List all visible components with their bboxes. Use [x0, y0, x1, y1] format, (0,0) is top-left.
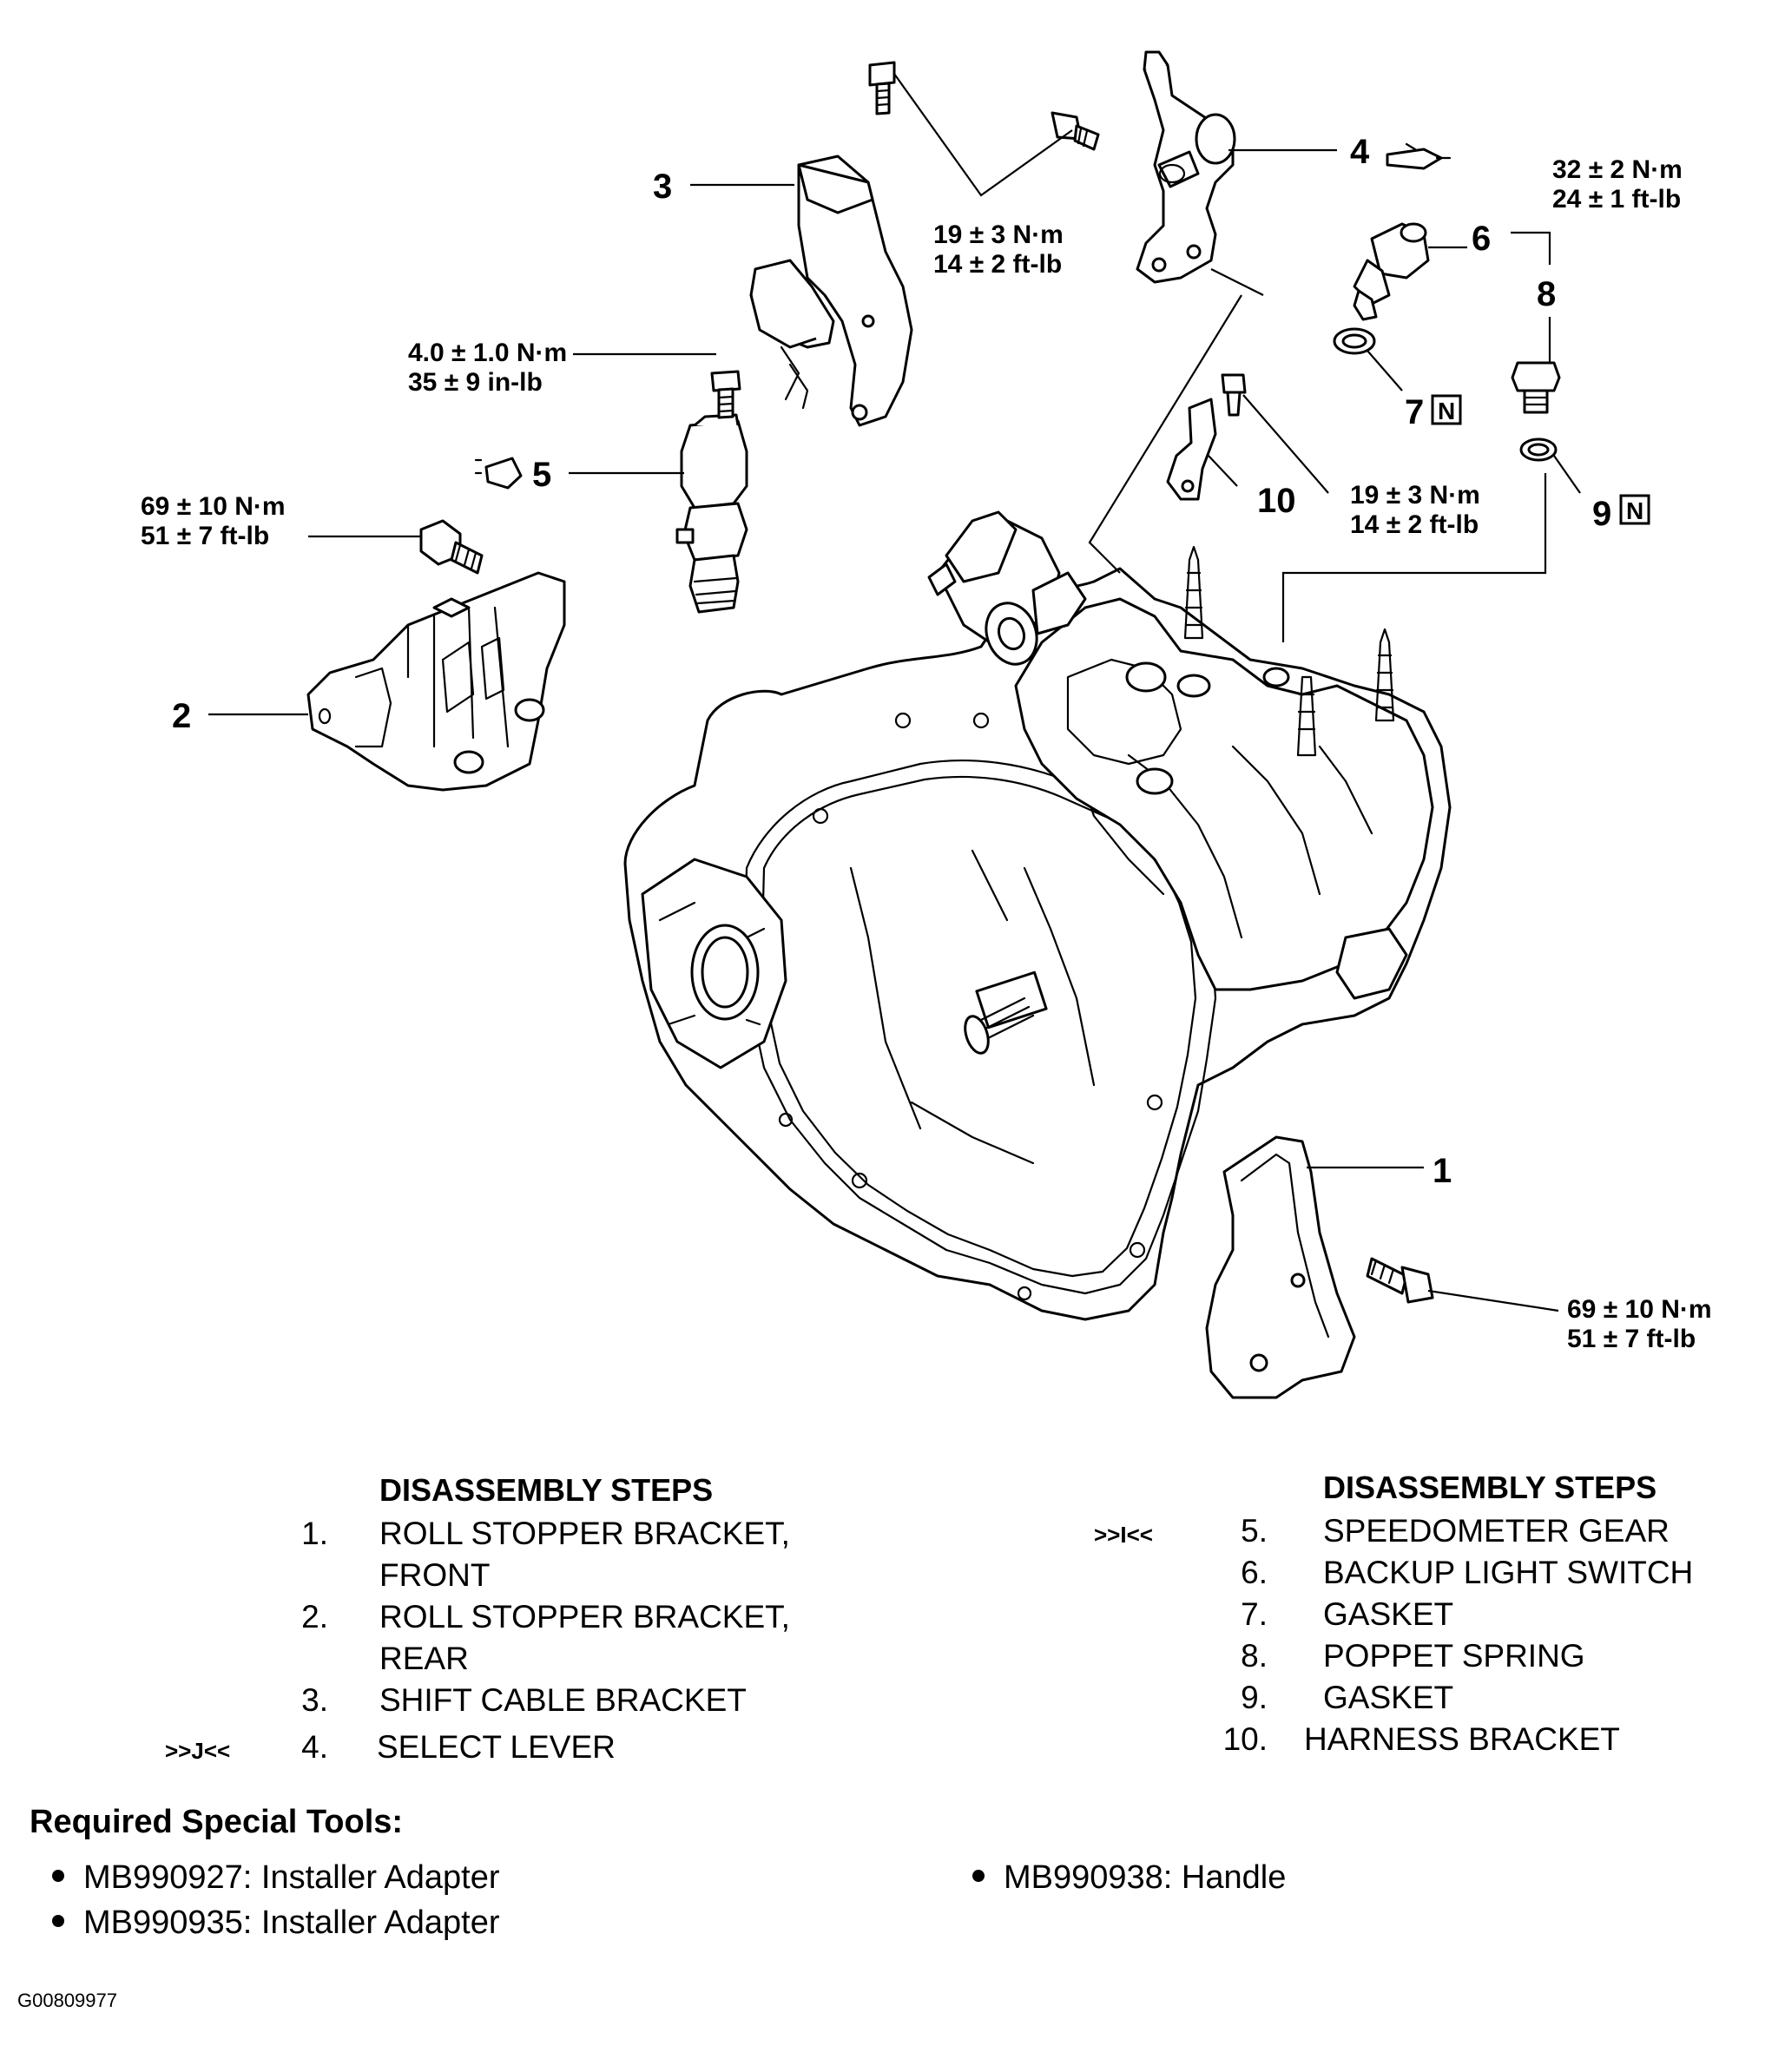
callout-3: 3: [653, 168, 672, 206]
step-row: 6. BACKUP LIGHT SWITCH: [955, 1552, 1780, 1594]
part-8-poppet-spring: [1511, 361, 1561, 414]
step-row: 2. ROLL STOPPER BRACKET,: [0, 1596, 955, 1638]
step-text: SHIFT CABLE BRACKET: [379, 1682, 747, 1718]
svg-text:N: N: [1626, 497, 1643, 524]
callout-7: 7: [1405, 393, 1424, 431]
torque-68-nm: 32 ± 2 N·m: [1552, 155, 1683, 184]
bolts-part-3: [868, 61, 1100, 151]
callout-1: 1: [1433, 1152, 1452, 1190]
torque-2-ftlb: 51 ± 7 ft-lb: [141, 522, 269, 550]
torque-5-nm: 4.0 ± 1.0 N·m: [408, 339, 567, 367]
leader-lines: [208, 73, 1581, 1312]
svg-text:N: N: [1438, 398, 1455, 424]
part-3-shift-cable-bracket: [749, 155, 913, 427]
callout-6: 6: [1472, 220, 1491, 258]
step-mark: >>J<<: [165, 1738, 231, 1764]
step-row: >>I<< 5. SPEEDOMETER GEAR: [955, 1510, 1780, 1552]
step-mark: >>I<<: [1094, 1522, 1153, 1548]
required-tools-title: Required Special Tools:: [30, 1804, 404, 1840]
step-row: 10. HARNESS BRACKET: [955, 1719, 1780, 1760]
steps-right-heading: DISASSEMBLY STEPS: [1323, 1470, 1657, 1505]
part-2-roll-stopper-bracket-rear: [306, 571, 566, 792]
torque-1-ftlb: 51 ± 7 ft-lb: [1567, 1325, 1696, 1353]
tool-label: MB990938: Handle: [1004, 1859, 1287, 1896]
transaxle-case-illustration: [623, 510, 1452, 1321]
step-number: 3.: [301, 1682, 328, 1718]
torque-labels: 19 ± 3 N·m 14 ± 2 ft-lb 4.0 ± 1.0 N·m 35…: [141, 155, 1712, 1353]
step-number: 7.: [1241, 1596, 1268, 1632]
step-number: 2.: [301, 1599, 328, 1635]
step-number: 1.: [301, 1516, 328, 1551]
step-text: SELECT LEVER: [377, 1729, 616, 1765]
step-row: 1. ROLL STOPPER BRACKET,: [0, 1513, 955, 1555]
step-row: 9. GASKET: [955, 1677, 1780, 1719]
part-4-select-lever: [1136, 50, 1236, 284]
callout-8: 8: [1537, 275, 1556, 313]
step-row: 8. POPPET SPRING: [955, 1635, 1780, 1677]
torque-3-ftlb: 14 ± 2 ft-lb: [933, 250, 1062, 279]
callout-5: 5: [532, 456, 551, 494]
part-7-gasket: [1333, 327, 1376, 355]
tool-label: MB990927: Installer Adapter: [83, 1859, 500, 1896]
connector-symbol-icon: [474, 457, 523, 490]
bullet-icon: [52, 1869, 64, 1882]
step-text: GASKET: [1323, 1596, 1454, 1632]
callout-2: 2: [172, 697, 191, 735]
steps-left-heading: DISASSEMBLY STEPS: [379, 1472, 714, 1508]
torque-5-inlb: 35 ± 9 in-lb: [408, 368, 543, 397]
replace-marker-9: N: [1619, 494, 1650, 525]
step-row: REAR: [0, 1638, 955, 1680]
transaxle-exploded-diagram: 1 2 3 4 5 6 7 8 9 10 N N 19 ± 3 N·m 14 ±…: [141, 50, 1712, 1399]
step-text: POPPET SPRING: [1323, 1638, 1585, 1674]
grease-symbol-icon: [1386, 142, 1452, 170]
step-number: 8.: [1241, 1638, 1268, 1674]
tool-label: MB990935: Installer Adapter: [83, 1904, 500, 1941]
figure-code: G00809977: [17, 1990, 117, 2011]
bolt-part-5: [710, 370, 741, 419]
tool-item: MB990935: Installer Adapter: [52, 1904, 500, 1942]
callout-4: 4: [1350, 133, 1370, 171]
torque-10-nm: 19 ± 3 N·m: [1350, 481, 1480, 510]
step-text: SPEEDOMETER GEAR: [1323, 1513, 1670, 1549]
step-number: 4.: [301, 1729, 328, 1765]
step-text: ROLL STOPPER BRACKET,: [379, 1516, 790, 1551]
bolt-part-2: [419, 519, 484, 575]
step-text: HARNESS BRACKET: [1304, 1721, 1620, 1757]
bolt-part-1: [1366, 1257, 1434, 1304]
part-6-backup-light-switch: [1353, 222, 1430, 321]
part-1-roll-stopper-bracket-front: [1205, 1135, 1356, 1399]
torque-1-nm: 69 ± 10 N·m: [1567, 1295, 1712, 1324]
step-row: 7. GASKET: [955, 1594, 1780, 1635]
bullet-icon: [52, 1914, 64, 1927]
torque-2-nm: 69 ± 10 N·m: [141, 492, 286, 521]
step-text: FRONT: [379, 1557, 491, 1593]
disassembly-steps-left: DISASSEMBLY STEPS 1. ROLL STOPPER BRACKE…: [0, 1470, 955, 1768]
step-number: 5.: [1241, 1513, 1268, 1549]
torque-10-ftlb: 14 ± 2 ft-lb: [1350, 510, 1479, 539]
step-number: 10.: [1222, 1721, 1268, 1757]
replace-marker-7: N: [1431, 394, 1462, 425]
callout-10: 10: [1257, 482, 1296, 520]
disassembly-steps-right: DISASSEMBLY STEPS >>I<< 5. SPEEDOMETER G…: [955, 1467, 1780, 1760]
torque-3-nm: 19 ± 3 N·m: [933, 220, 1064, 249]
step-row: FRONT: [0, 1555, 955, 1596]
step-text: REAR: [379, 1641, 469, 1676]
part-9-gasket: [1519, 437, 1558, 462]
tool-item: MB990938: Handle: [972, 1859, 1286, 1897]
step-number: 9.: [1241, 1680, 1268, 1715]
bolt-part-10: [1221, 373, 1247, 417]
step-text: ROLL STOPPER BRACKET,: [379, 1599, 790, 1635]
step-text: GASKET: [1323, 1680, 1454, 1715]
torque-68-ftlb: 24 ± 1 ft-lb: [1552, 185, 1681, 214]
step-row: 3. SHIFT CABLE BRACKET: [0, 1680, 955, 1721]
callout-numbers: 1 2 3 4 5 6 7 8 9 10: [172, 133, 1611, 1190]
tool-item: MB990927: Installer Adapter: [52, 1859, 500, 1897]
bullet-icon: [972, 1869, 985, 1882]
step-number: 6.: [1241, 1555, 1268, 1590]
part-10-harness-bracket: [1166, 398, 1217, 501]
step-row: >>J<< 4. SELECT LEVER: [0, 1727, 955, 1768]
part-5-speedometer-gear: [675, 413, 748, 614]
callout-9: 9: [1592, 495, 1611, 533]
step-text: BACKUP LIGHT SWITCH: [1323, 1555, 1694, 1590]
